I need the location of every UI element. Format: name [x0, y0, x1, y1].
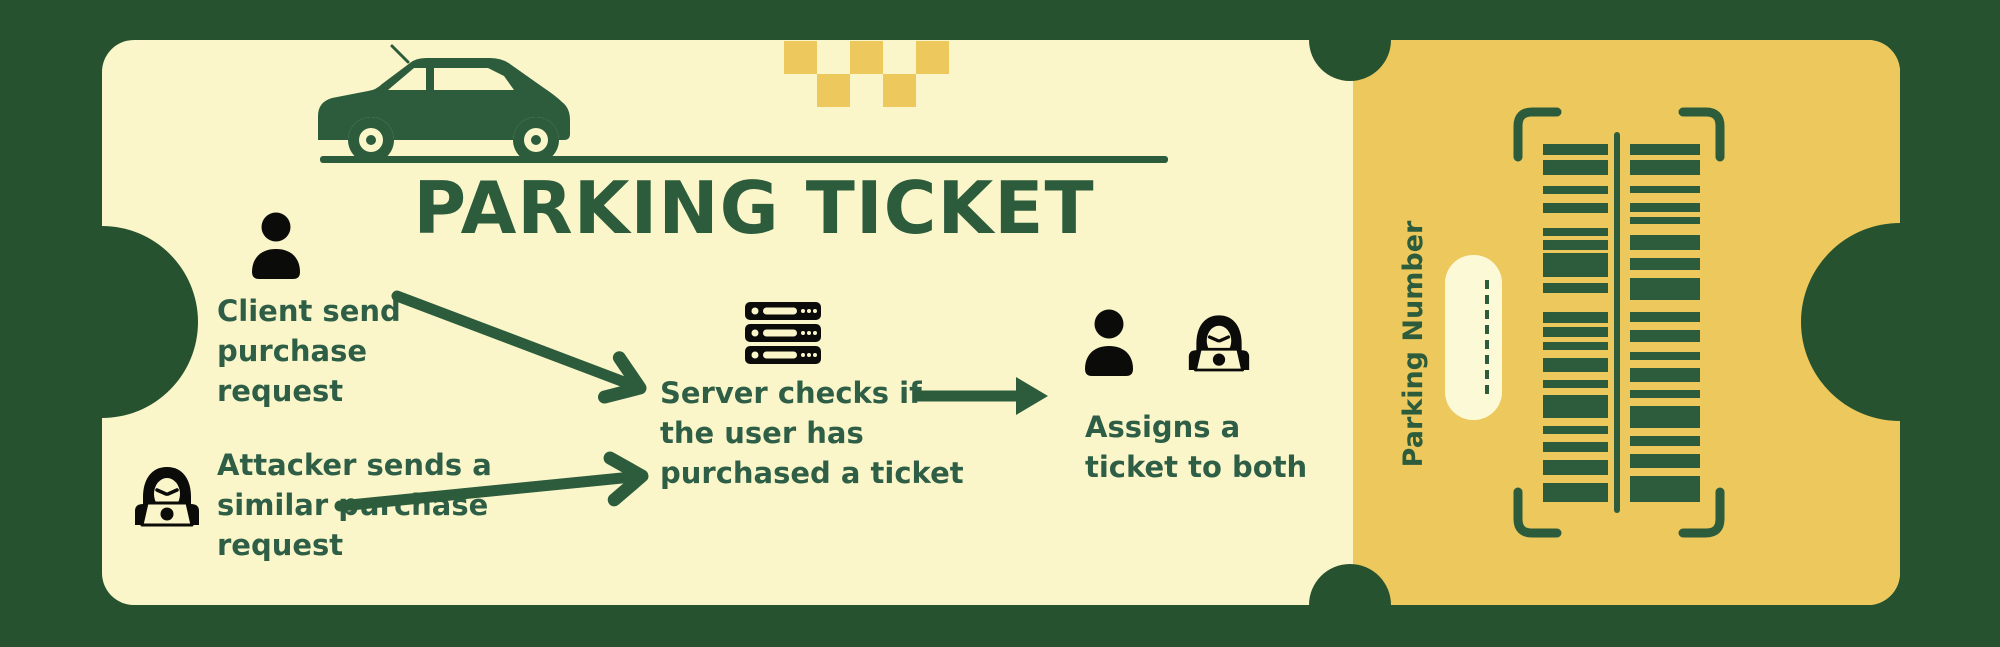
barcode-bar	[1630, 390, 1700, 398]
barcode-bar	[1543, 358, 1608, 372]
barcode-bar	[1630, 186, 1700, 193]
barcode-bar	[1630, 312, 1700, 322]
server-step-line-1: Server checks if	[660, 376, 922, 410]
road-line	[320, 156, 1168, 163]
barcode-bar	[1630, 330, 1700, 342]
barcode-bar	[1543, 186, 1608, 194]
barcode-bar	[1543, 483, 1608, 502]
car-wheel-rear	[513, 117, 559, 163]
hacker-icon	[1188, 315, 1250, 372]
server-step-line-2: the user has	[660, 416, 864, 450]
barcode-bar	[1543, 442, 1608, 452]
client-step-line-1: Client send	[217, 294, 401, 328]
perforation-notch-top	[1309, 0, 1391, 81]
barcode-bar	[1543, 144, 1608, 155]
barcode-bar	[1543, 312, 1608, 323]
attacker-step-line-3: request	[217, 528, 344, 562]
barcode-bar	[1630, 476, 1700, 502]
result-step-label: Assigns a ticket to both	[1085, 407, 1307, 487]
checker-cell	[916, 41, 949, 74]
car-wheel-front	[348, 117, 394, 163]
barcode-bar	[1543, 460, 1608, 475]
barcode-bar	[1630, 235, 1700, 250]
checker-cell	[883, 74, 916, 107]
barcode-bar	[1543, 327, 1608, 337]
server-step-line-3: purchased a ticket	[660, 456, 964, 490]
perforation-notch-bottom	[1309, 564, 1391, 646]
checker-cell	[784, 41, 817, 74]
client-step-line-2: purchase	[217, 334, 368, 368]
checker-cell	[817, 74, 850, 107]
barcode-bar	[1630, 278, 1700, 300]
barcode-bar	[1543, 283, 1608, 293]
barcode-bar	[1543, 426, 1608, 434]
client-step-line-3: request	[217, 374, 344, 408]
parking-number-pill	[1445, 255, 1502, 420]
person-icon	[252, 212, 300, 279]
checkerboard-decor	[784, 41, 949, 107]
car-icon	[318, 44, 570, 163]
barcode-bar	[1630, 203, 1700, 212]
result-step-line-2: ticket to both	[1085, 450, 1308, 484]
pill-dashed-line	[1485, 280, 1489, 400]
barcode-bar	[1543, 380, 1608, 388]
barcode-bar	[1543, 253, 1608, 277]
result-step-line-1: Assigns a	[1085, 410, 1241, 444]
barcode-bar	[1630, 258, 1700, 270]
parking-number-label: Parking Number	[1398, 220, 1429, 468]
barcode-bar	[1630, 406, 1700, 428]
barcode-bar	[1543, 395, 1608, 418]
perforation-notch-left	[6, 226, 198, 418]
server-stack-icon	[745, 302, 821, 364]
barcode-bar	[1543, 342, 1608, 350]
flow-arrow	[334, 451, 649, 512]
barcode-bar	[1630, 160, 1700, 175]
server-step-label: Server checks if the user has purchased …	[660, 373, 964, 493]
client-step-label: Client send purchase request	[217, 291, 401, 411]
barcode-bar	[1630, 436, 1700, 446]
barcode-bar	[1630, 352, 1700, 360]
hacker-icon	[135, 467, 199, 527]
barcode-center-line	[1614, 132, 1620, 513]
barcode-bar	[1630, 217, 1700, 224]
barcode-scan-frame	[1513, 107, 1725, 538]
barcode-bar	[1543, 160, 1608, 175]
barcode-bar	[1543, 228, 1608, 236]
barcode-bar	[1630, 454, 1700, 468]
attacker-step-line-1: Attacker sends a	[217, 448, 492, 482]
person-icon	[1085, 309, 1133, 376]
barcode-bar	[1543, 203, 1608, 213]
barcode-bar	[1630, 368, 1700, 382]
flow-arrow	[912, 377, 1048, 415]
barcode-bar	[1630, 144, 1700, 155]
barcode-bar	[1543, 240, 1608, 250]
page-title: PARKING TICKET	[413, 166, 1095, 250]
perforation-notch-right	[1801, 223, 1999, 421]
checker-cell	[850, 41, 883, 74]
flow-arrow	[391, 290, 647, 404]
